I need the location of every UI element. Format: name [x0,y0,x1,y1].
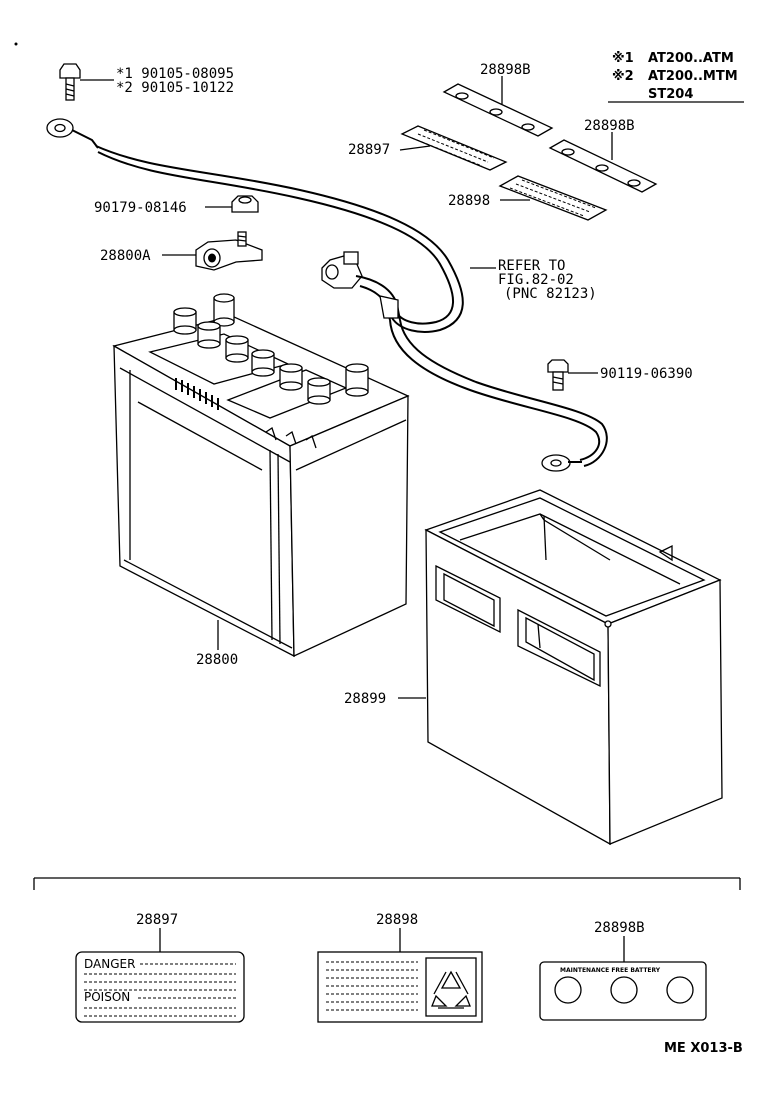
refer-line-2: FIG.82-02 [498,272,574,288]
callout-battery: 28800 [196,652,238,668]
label-28897-part [399,125,508,171]
detail-part-28898: 28898 [376,912,418,928]
vent-cap-2 [197,321,221,349]
nut-icon [205,195,259,213]
mf-hole-2 [610,976,638,1004]
callout-clamp: 28800A [100,248,151,264]
vent-cap-1 [173,307,197,335]
recycle-icon [431,970,471,1009]
callout-plate-b: 28898B [584,118,635,134]
tray-bolt-icon [547,359,598,391]
legend-mark-2: ※2 [612,69,634,84]
maintenance-free-plate: MAINTENANCE FREE BATTERY [539,961,707,1021]
danger-text: DANGER [84,957,135,971]
hold-down-plate-a [442,76,554,137]
hold-down-plate-b [548,132,658,193]
negative-cable [46,118,464,333]
refer-line-3: (PNC 82123) [504,286,597,302]
bolt-icon [59,63,114,101]
vent-cap-4 [251,349,275,377]
battery-tray-icon [424,489,723,846]
mf-hole-1 [554,976,582,1004]
callout-plate-a: 28898B [480,62,531,78]
legend: ※1 AT200..ATM ※2 AT200..MTM ST204 [608,51,744,103]
danger-label: DANGER POISON [75,951,245,1023]
footer-code: ME X013-B [664,1041,743,1056]
mf-hole-3 [666,976,694,1004]
terminal-negative [213,293,235,327]
vent-cap-6 [307,377,331,405]
legend-text-1: AT200..ATM [648,51,734,66]
vent-cap-5 [279,363,303,391]
vent-cap-3 [225,335,249,363]
callout-tray-bolt: 90119-06390 [600,366,693,382]
battery-terminals [173,293,369,405]
terminal-positive [345,363,369,397]
callout-bolt-1: *1 90105-08095 [116,66,234,82]
mf-text: MAINTENANCE FREE BATTERY [560,967,661,974]
label-28898-part [498,175,608,221]
positive-cable [321,251,608,472]
legend-text-2: AT200..MTM [648,69,738,84]
legend-text-3: ST204 [648,87,693,102]
recycle-label [317,951,483,1023]
detail-bracket [33,877,741,890]
refer-line-1: REFER TO [498,258,565,274]
poison-text: POISON [84,990,130,1004]
callout-label-28897: 28897 [348,142,390,158]
callout-bolt-2: *2 90105-10122 [116,80,234,96]
detail-part-28898b: 28898B [594,920,645,936]
legend-mark-1: ※1 [612,51,634,66]
callout-tray: 28899 [344,691,386,707]
callout-nut: 90179-08146 [94,200,187,216]
stray-dot [14,42,18,46]
battery-icon [112,315,410,658]
detail-part-28897: 28897 [136,912,178,928]
callout-label-28898: 28898 [448,193,490,209]
clamp-icon [162,231,263,271]
